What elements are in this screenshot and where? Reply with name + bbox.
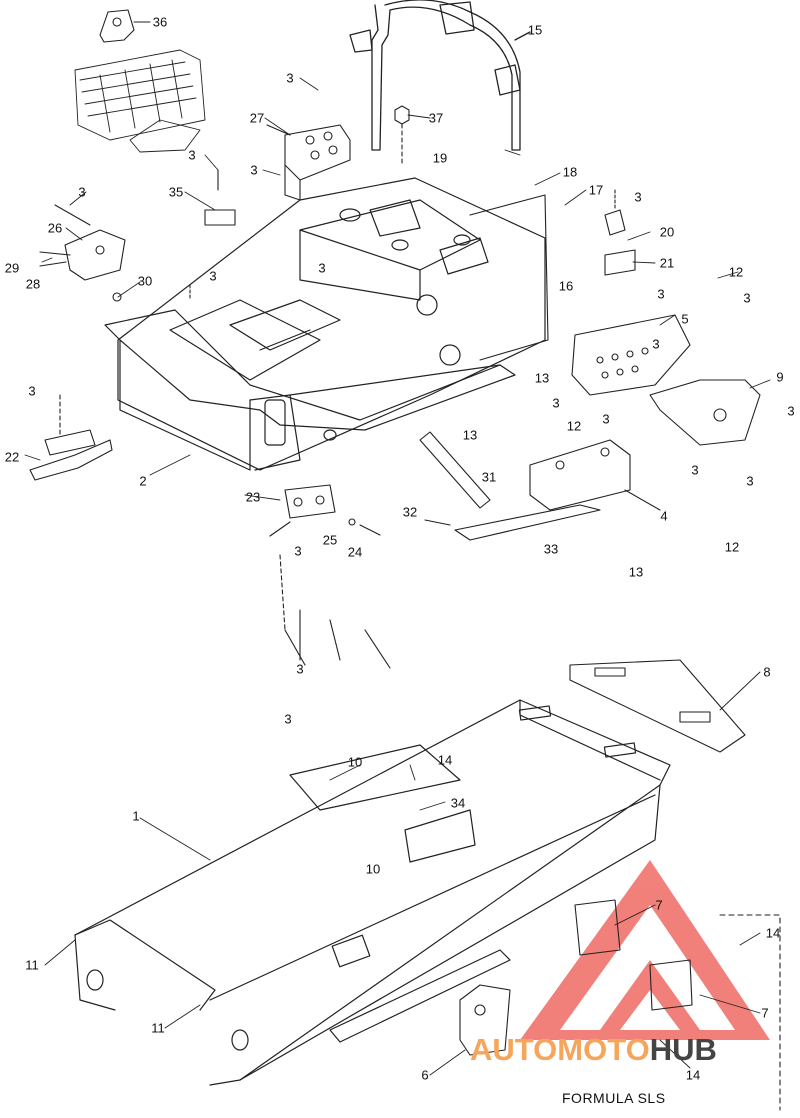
part-cooler-block	[74, 49, 206, 153]
part-2-front-frame	[104, 177, 546, 471]
part-31-arm	[419, 431, 491, 509]
part-7-brackets	[574, 899, 693, 1011]
callout-37: 37	[428, 110, 444, 126]
callout-7: 7	[655, 897, 663, 913]
callout-30: 30	[137, 273, 153, 289]
watermark-text: AUTOMOTOHUB	[470, 1032, 717, 1068]
callout-10: 10	[365, 861, 381, 877]
parts-hardware-left	[39, 169, 236, 302]
part-15-steering-column	[349, 0, 531, 151]
callout-3: 3	[294, 543, 302, 559]
callout-32: 32	[402, 504, 418, 520]
callout-28: 28	[25, 276, 41, 292]
part-1-tunnel	[74, 699, 671, 1086]
callout-23: 23	[245, 489, 261, 505]
callout-3: 3	[787, 403, 795, 419]
callout-13: 13	[462, 427, 478, 443]
callout-11: 11	[25, 957, 39, 973]
callout-12: 12	[566, 418, 582, 434]
callout-13: 13	[628, 564, 644, 580]
callout-3: 3	[634, 189, 642, 205]
formula-sls-inset-frame	[719, 914, 781, 1111]
callout-9: 9	[776, 369, 784, 385]
callout-8: 8	[763, 664, 771, 680]
callout-3: 3	[250, 162, 258, 178]
callout-14: 14	[437, 752, 453, 768]
callout-20: 20	[659, 224, 675, 240]
callout-4: 4	[660, 508, 668, 524]
part-4-mount	[529, 439, 661, 511]
part-33-bar	[454, 504, 601, 541]
callout-14: 14	[685, 1067, 701, 1083]
callout-19: 19	[432, 150, 448, 166]
callout-3: 3	[743, 290, 751, 306]
callout-36: 36	[152, 14, 168, 30]
part-32-bolt	[424, 519, 451, 526]
callout-15: 15	[527, 22, 543, 38]
callout-3: 3	[657, 286, 665, 302]
callout-3: 3	[296, 661, 304, 677]
leader-lines	[24, 77, 771, 1076]
callout-26: 26	[47, 220, 63, 236]
part-37-nut	[394, 105, 410, 166]
callout-3: 3	[746, 473, 754, 489]
parts-23-25-24	[269, 484, 391, 669]
callout-12: 12	[724, 539, 740, 555]
callout-18: 18	[562, 164, 578, 180]
part-16-panel	[469, 194, 549, 361]
callout-22: 22	[4, 449, 20, 465]
part-8-plate	[569, 659, 746, 753]
callout-11: 11	[151, 1020, 165, 1036]
callout-1: 1	[132, 808, 140, 824]
callout-25: 25	[322, 532, 338, 548]
callout-3: 3	[602, 411, 610, 427]
callout-3: 3	[691, 462, 699, 478]
part-6-bracket	[459, 984, 511, 1056]
parts-20-21	[604, 189, 636, 276]
callout-3: 3	[209, 268, 217, 284]
callout-16: 16	[558, 278, 574, 294]
callout-3: 3	[318, 260, 326, 276]
callout-27: 27	[249, 110, 265, 126]
callout-5: 5	[681, 311, 689, 327]
inset-caption: FORMULA SLS	[562, 1090, 666, 1106]
callout-10: 10	[347, 754, 363, 770]
part-27-cover	[266, 124, 351, 201]
callout-14: 14	[765, 925, 781, 941]
part-5-heat-exchanger	[571, 314, 691, 396]
callout-2: 2	[139, 473, 147, 489]
callout-3: 3	[78, 184, 86, 200]
callout-3: 3	[652, 336, 660, 352]
callout-3: 3	[28, 383, 36, 399]
callout-3: 3	[188, 147, 196, 163]
callout-6: 6	[421, 1067, 429, 1083]
part-9-bracket	[649, 379, 761, 446]
callout-7: 7	[761, 1005, 769, 1021]
callout-29: 29	[4, 260, 20, 276]
watermark-logo	[520, 860, 770, 1040]
callout-33: 33	[543, 541, 559, 557]
callout-13: 13	[534, 370, 550, 386]
callout-24: 24	[347, 544, 363, 560]
callout-21: 21	[659, 255, 675, 271]
callout-3: 3	[286, 70, 294, 86]
callout-3: 3	[284, 711, 292, 727]
callout-12: 12	[728, 264, 744, 280]
callout-31: 31	[481, 469, 497, 485]
part-22-bracket	[29, 394, 113, 481]
callout-17: 17	[588, 182, 604, 198]
callout-3: 3	[552, 395, 560, 411]
part-36-bracket	[99, 9, 151, 43]
watermark-part1: AUTOMOTO	[470, 1032, 650, 1067]
callout-34: 34	[450, 795, 466, 811]
callout-35: 35	[168, 184, 184, 200]
watermark-part2: HUB	[649, 1032, 717, 1067]
